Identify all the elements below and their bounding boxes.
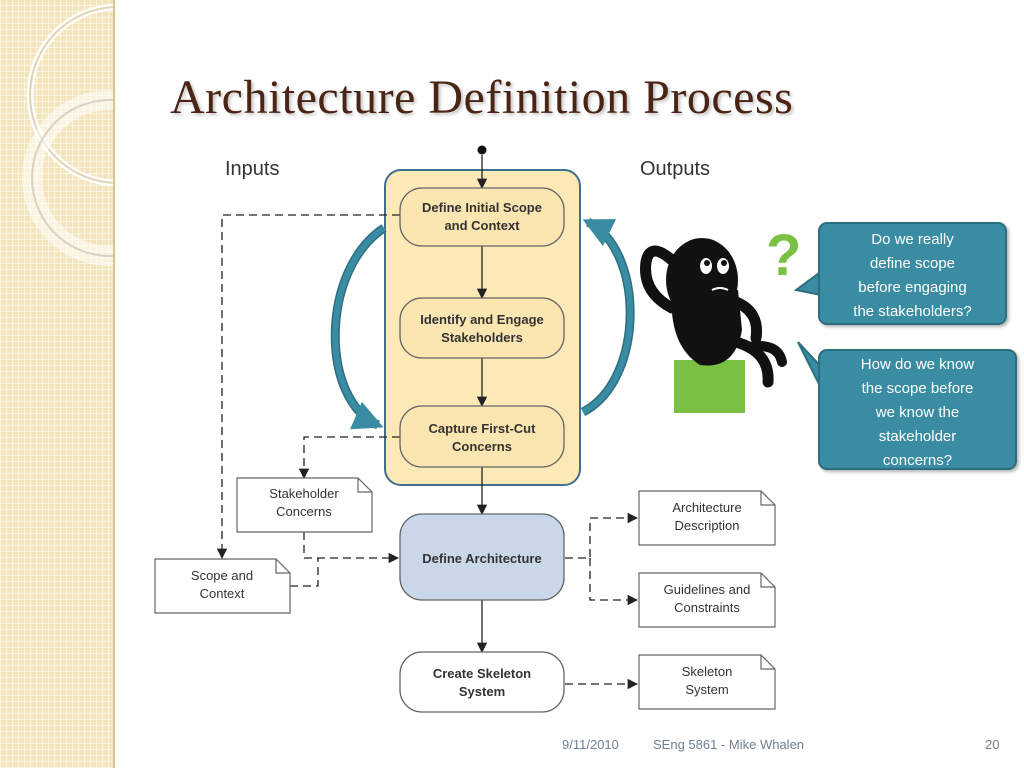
inputs-label: Inputs — [225, 158, 279, 180]
footer-date: 9/11/2010 — [562, 737, 619, 752]
step-create-skeleton — [399, 651, 565, 713]
callout-2-line3: we know the — [875, 404, 960, 421]
doc-stakeholder-concerns-line1: Stakeholder — [269, 486, 339, 501]
step-define-architecture — [399, 513, 565, 601]
outputs-label: Outputs — [640, 158, 710, 180]
slide-title: Architecture Definition Process — [170, 71, 794, 124]
doc-guidelines-constraints-line2: Constraints — [674, 600, 740, 615]
sidebar-edge — [113, 0, 115, 768]
doc-guidelines-constraints — [638, 572, 776, 628]
footer-course: SEng 5861 - Mike Whalen — [653, 737, 805, 752]
doc-architecture-description-line2: Description — [674, 518, 739, 533]
step-create-skeleton-line2: System — [459, 684, 505, 699]
callout-1-line4: the stakeholders? — [853, 303, 972, 320]
callout-2-line5: concerns? — [882, 452, 953, 469]
callout-1-line1: Do we really — [871, 231, 954, 248]
doc-architecture-description — [638, 490, 776, 546]
right-loop-arrow — [580, 217, 635, 416]
thinking-figure-icon — [640, 238, 787, 413]
step-capture-concerns-line1: Capture First-Cut — [429, 421, 537, 436]
question-mark-icon: ? — [766, 223, 801, 288]
sidebar-circles-icon — [22, 3, 113, 266]
callout-1-line3: before engaging — [858, 279, 967, 296]
start-node — [477, 145, 487, 155]
step-identify-stakeholders — [399, 297, 565, 359]
callout-2-line2: the scope before — [861, 380, 974, 397]
doc-guidelines-constraints-line1: Guidelines and — [664, 582, 751, 597]
step-capture-concerns-line2: Concerns — [452, 439, 512, 454]
step-identify-stakeholders-line1: Identify and Engage — [420, 312, 544, 327]
left-loop-arrow — [330, 224, 387, 430]
doc-scope-context — [154, 558, 291, 614]
doc-scope-context-line1: Scope and — [191, 568, 253, 583]
step-define-architecture-label: Define Architecture — [422, 551, 541, 566]
doc-stakeholder-concerns-line2: Concerns — [276, 504, 332, 519]
callout-1-line2: define scope — [869, 255, 956, 272]
callout-concerns-question: How do we know the scope before we know … — [818, 349, 1017, 470]
callout-2-line4: stakeholder — [878, 428, 957, 445]
pedestal — [674, 360, 745, 413]
doc-skeleton-system — [638, 654, 776, 710]
doc-scope-context-line2: Context — [200, 586, 245, 601]
step-define-initial-scope — [399, 187, 565, 247]
step-capture-concerns — [399, 405, 565, 468]
step-define-initial-scope-line2: and Context — [444, 218, 520, 233]
doc-architecture-description-line1: Architecture — [672, 500, 741, 515]
doc-stakeholder-concerns — [236, 477, 373, 533]
step-identify-stakeholders-line2: Stakeholders — [441, 330, 523, 345]
step-create-skeleton-line1: Create Skeleton — [433, 666, 531, 681]
doc-skeleton-system-line2: System — [685, 682, 728, 697]
callout-scope-question: Do we really define scope before engagin… — [818, 222, 1007, 325]
callout-2-line1: How do we know — [860, 356, 975, 373]
step-define-initial-scope-line1: Define Initial Scope — [422, 200, 542, 215]
footer-page-number: 20 — [985, 737, 1000, 752]
doc-skeleton-system-line1: Skeleton — [682, 664, 733, 679]
decorative-sidebar — [0, 0, 113, 768]
